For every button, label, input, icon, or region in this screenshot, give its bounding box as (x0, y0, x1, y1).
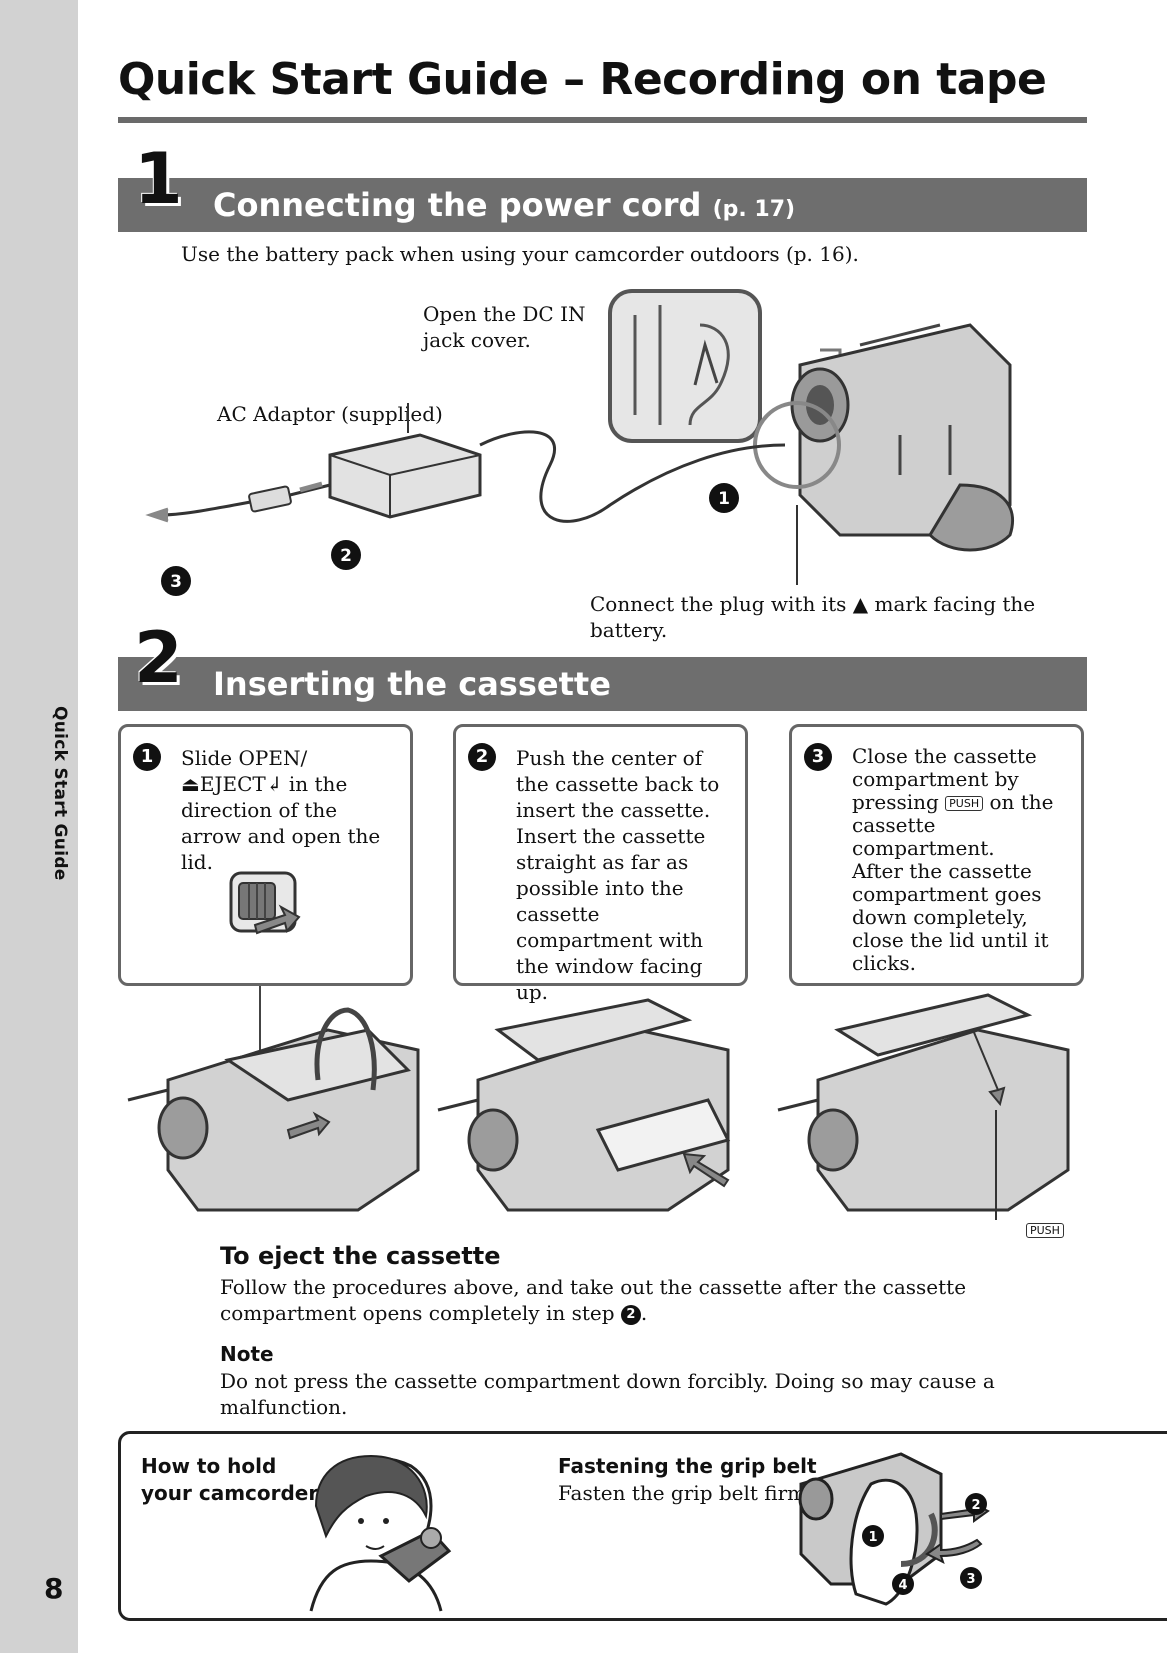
svg-text:1: 1 (868, 1530, 877, 1545)
grip-marker-3: 3 (960, 1567, 982, 1589)
arrow-hook-icon: ↲ (265, 772, 283, 796)
step-3-text-b: on the cassette compartment. (852, 790, 1054, 860)
camcorder-lid-open (127, 986, 420, 1212)
power-connection-illustration: 1 2 3 (145, 289, 1014, 596)
camcorder-cassette-insert (437, 998, 731, 1212)
hold-panel: How to hold your camcorder Fastening the… (118, 1431, 1167, 1621)
sidebar-label: Quick Start Guide (50, 706, 70, 881)
callout-dc-in-line-1: Open the DC IN (423, 302, 586, 326)
push-label: PUSH (1026, 1223, 1064, 1238)
step-box-1: 1 Slide OPEN/⏏EJECT↲ in the direction of… (118, 724, 413, 986)
step-1-text: Slide OPEN/⏏EJECT↲ in the direction of t… (181, 745, 400, 875)
section-1-title-text: Connecting the power cord (213, 186, 702, 224)
eject-text-a: Follow the procedures above, and take ou… (220, 1275, 967, 1325)
section-1-number: 1 (134, 138, 183, 220)
step-2-number: 2 (468, 743, 496, 771)
section-1-title: Connecting the power cord (p. 17) (213, 186, 795, 224)
camcorder-lid-close (777, 993, 1070, 1220)
step-3-number: 3 (804, 743, 832, 771)
push-button-icon: PUSH (945, 796, 984, 811)
title-divider (118, 117, 1087, 123)
section-2-header: 2 Inserting the cassette (118, 617, 1087, 711)
svg-text:1: 1 (718, 489, 730, 509)
hold-title-line-2: your camcorder (141, 1481, 319, 1505)
step-box-3: 3 Close the cassette compartment by pres… (789, 724, 1084, 986)
step-3-text: Close the cassette compartment by pressi… (852, 745, 1071, 975)
marker-2: 2 (331, 540, 361, 570)
grip-text: Fasten the grip belt firmly. (558, 1481, 828, 1505)
section-1-header: 1 Connecting the power cord (p. 17) (118, 138, 1087, 232)
eject-switch-icon (229, 871, 301, 935)
sidebar (0, 0, 78, 1653)
step-3-text-c: After the cassette compartment goes down… (852, 859, 1049, 975)
eject-step-ref: 2 (620, 1304, 641, 1325)
svg-text:3: 3 (966, 1572, 975, 1587)
step-1-text-b: in the direction of the arrow and open t… (181, 772, 381, 874)
note-heading: Note (220, 1342, 274, 1366)
marker-1: 1 (709, 483, 739, 513)
step-3-text-a: Close the cassette compartment by pressi… (852, 744, 1037, 814)
section-2-number: 2 (134, 617, 183, 699)
grip-title: Fastening the grip belt (558, 1454, 817, 1478)
svg-text:4: 4 (898, 1578, 907, 1593)
svg-text:3: 3 (170, 572, 182, 592)
eject-text-b: . (640, 1301, 648, 1325)
grip-marker-4: 4 (892, 1573, 914, 1595)
eject-heading: To eject the cassette (220, 1242, 501, 1270)
ac-adaptor (328, 433, 482, 519)
camcorder-body (790, 323, 1014, 552)
page-number: 8 (44, 1572, 64, 1605)
section-2-title: Inserting the cassette (213, 665, 611, 703)
note-text: Do not press the cassette compartment do… (220, 1369, 995, 1419)
grip-marker-1: 1 (862, 1525, 884, 1547)
callout-dc-in-line-2: jack cover. (423, 328, 531, 352)
svg-text:2: 2 (340, 546, 352, 566)
person-holding-camcorder (309, 1454, 452, 1612)
step-box-2: 2 Push the center of the cassette back t… (453, 724, 748, 1004)
hold-title-line-1: How to hold (141, 1454, 277, 1478)
page-title: Quick Start Guide – Recording on tape (118, 54, 1047, 105)
section-1-page-ref: (p. 17) (712, 197, 796, 222)
dc-in-detail-inset (608, 289, 762, 443)
section-1-intro: Use the battery pack when using your cam… (181, 242, 859, 266)
svg-text:2: 2 (971, 1498, 980, 1513)
eject-text: Follow the procedures above, and take ou… (220, 1274, 1090, 1326)
callout-ac-adaptor: AC Adaptor (supplied) (217, 402, 443, 426)
grip-belt-illustration: 1 2 3 4 (798, 1452, 990, 1606)
step-1-text-a: Slide OPEN/⏏EJECT (181, 746, 308, 796)
cassette-illustrations (127, 986, 1070, 1220)
push-label-callout: PUSH (1026, 1220, 1064, 1239)
step-1-number: 1 (133, 743, 161, 771)
grip-marker-2: 2 (965, 1493, 987, 1515)
step-2-text: Push the center of the cassette back to … (516, 746, 720, 1004)
callout-plug-line-1: Connect the plug with its ▲ mark facing … (590, 592, 1036, 616)
marker-3: 3 (161, 566, 191, 596)
dc-in-highlight (753, 401, 841, 489)
callout-plug-line-2: battery. (590, 618, 668, 642)
